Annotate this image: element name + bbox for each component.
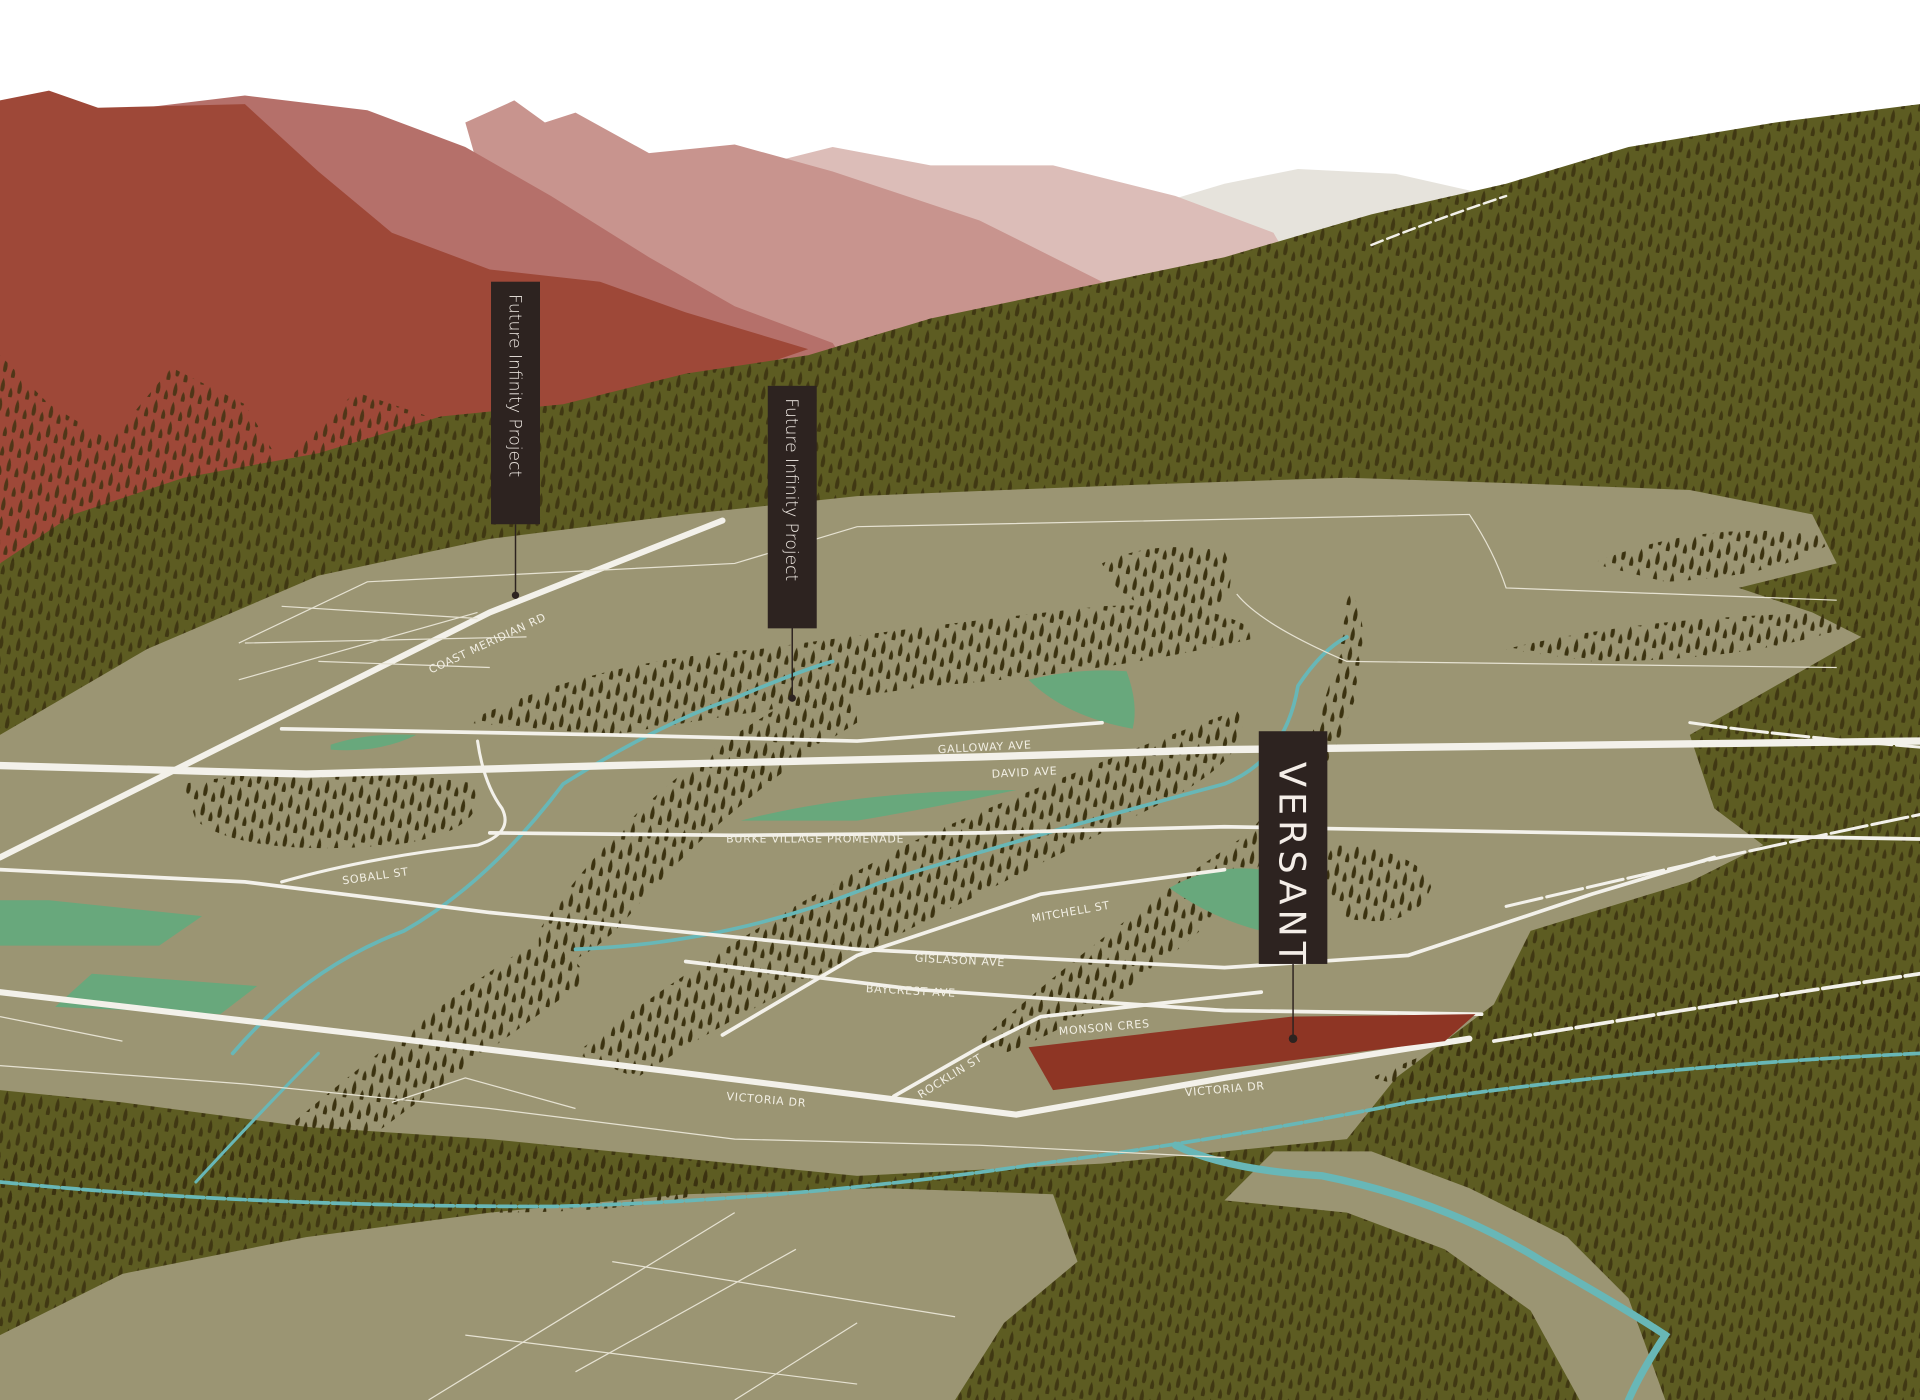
marker-flag	[767, 385, 817, 629]
forest-on-mountain	[0, 355, 466, 564]
marker-label: Future Infinity Project	[781, 398, 801, 581]
marker-label: VERSANT	[1271, 762, 1314, 969]
minor-streets	[0, 513, 1837, 1400]
marker-label: Future Infinity Project	[504, 294, 524, 477]
versant-parcel[interactable]	[1028, 1014, 1476, 1091]
roads	[0, 194, 1920, 1118]
lower-valley-land	[0, 1188, 1078, 1400]
marker-pin-dot	[1288, 1034, 1298, 1043]
marker-flag	[1258, 731, 1328, 964]
marker-versant[interactable]: VERSANT	[1258, 731, 1328, 1043]
street-label-baycrest: BAYCREST AVE	[866, 982, 957, 1000]
marker-pin-dot	[511, 591, 520, 599]
street-label-galloway: GALLOWAY AVE	[937, 738, 1032, 756]
tree-bands	[0, 530, 1920, 1225]
marker-flag	[491, 281, 540, 525]
marker-pin-dot	[788, 694, 796, 702]
creeks	[0, 635, 1920, 1400]
street-label-gislason: GISLASON AVE	[915, 952, 1006, 970]
marker-future-infinity-1[interactable]: Future Infinity Project	[491, 281, 540, 599]
riverbank-land	[1224, 1151, 1666, 1400]
street-label-burke: BURKE VILLAGE PROMENADE	[726, 833, 904, 846]
marker-future-infinity-2[interactable]: Future Infinity Project	[767, 385, 817, 702]
street-label-david: DAVID AVE	[991, 764, 1057, 780]
